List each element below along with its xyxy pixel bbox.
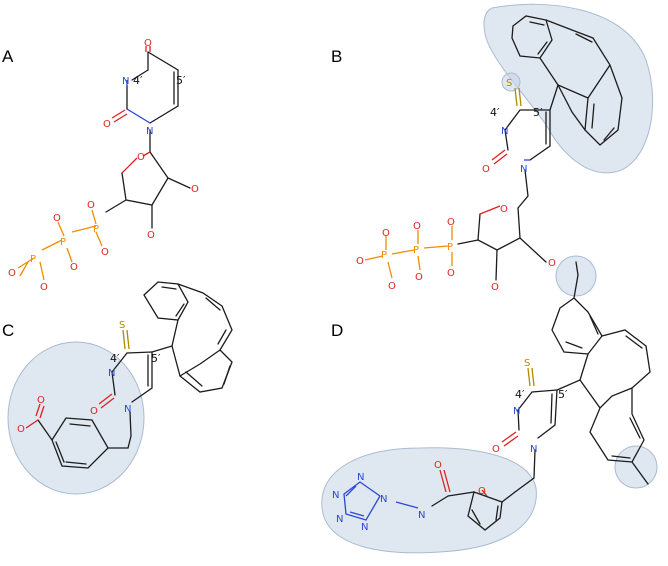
atom-label: O xyxy=(388,281,396,292)
atom-label: O xyxy=(37,395,45,406)
atom-label: N xyxy=(501,126,508,137)
molecule-d xyxy=(343,261,651,531)
atom-label: O xyxy=(415,272,423,283)
atom-label: O xyxy=(413,221,421,232)
atom-label: N xyxy=(513,406,520,417)
atom-label: N xyxy=(124,404,131,415)
atom-label: N xyxy=(336,514,343,525)
molecule-b xyxy=(364,15,623,281)
atom-label: P xyxy=(413,245,419,256)
position-label-5: 5′ xyxy=(533,106,543,119)
atom-label: O xyxy=(103,119,111,130)
atom-label: O xyxy=(101,247,109,258)
atom-label: N xyxy=(361,522,368,533)
atom-label: N xyxy=(332,490,339,501)
atom-label: O xyxy=(482,164,490,175)
atom-label: O xyxy=(144,38,152,49)
atom-label: O xyxy=(478,486,486,497)
atoms-c: S N O N O O 4′ 5′ xyxy=(17,320,161,435)
atom-label: O xyxy=(17,424,25,435)
atom-label: O xyxy=(356,256,364,267)
atom-label: O xyxy=(90,406,98,417)
atom-label: S xyxy=(119,320,125,331)
panel-label-c: C xyxy=(2,321,14,340)
atom-label: P xyxy=(447,242,453,253)
highlight-d-tetrazole-furan xyxy=(321,447,537,554)
atom-label: O xyxy=(53,213,61,224)
highlight-regions xyxy=(7,3,658,554)
position-label-4: 4′ xyxy=(133,74,143,87)
atom-label: O xyxy=(434,460,442,471)
atom-label: O xyxy=(382,228,390,239)
atom-label: P xyxy=(93,224,99,235)
atom-label: P xyxy=(381,250,387,261)
atoms-b: S N O N O O O P O O P O O P O O O 4′ 5′ xyxy=(356,78,556,293)
atom-label: O xyxy=(447,217,455,228)
atom-label: N xyxy=(380,494,387,505)
molecule-a xyxy=(17,46,191,281)
highlight-b-thio xyxy=(501,72,521,92)
atom-label: O xyxy=(500,204,508,215)
atom-label: N xyxy=(357,472,364,483)
position-label-5: 5′ xyxy=(558,388,568,401)
atom-label: O xyxy=(147,230,155,241)
panel-label-a: A xyxy=(2,47,14,66)
atom-label: O xyxy=(137,152,145,163)
highlight-c-benzoate xyxy=(7,341,145,495)
atom-label: O xyxy=(548,258,556,269)
highlight-b-dibenzo xyxy=(483,3,654,174)
panel-label-d: D xyxy=(331,321,343,340)
atom-label: O xyxy=(491,282,499,293)
atom-label: O xyxy=(191,184,199,195)
atom-label: N xyxy=(530,444,537,455)
atom-label: N xyxy=(418,510,425,521)
atom-label: S xyxy=(524,358,530,369)
atom-label: O xyxy=(40,282,48,293)
atom-label: N xyxy=(520,164,527,175)
position-label-4: 4′ xyxy=(515,388,525,401)
atom-label: N xyxy=(146,126,153,137)
atom-label: S xyxy=(506,78,512,89)
atom-label: N xyxy=(122,76,129,87)
highlight-b-methyl-top xyxy=(555,255,597,297)
atom-label: O xyxy=(87,200,95,211)
atoms-d: S N O N O O N N N N N N 4′ 5′ xyxy=(332,358,568,533)
atom-label: P xyxy=(60,237,66,248)
atom-label: O xyxy=(70,262,78,273)
position-label-4: 4′ xyxy=(110,352,120,365)
atom-label: O xyxy=(8,268,16,279)
atom-label: O xyxy=(447,268,455,279)
atoms-a: O N O N O O O P O O P O O P O O 4′ 5′ xyxy=(8,38,199,293)
molecule-c xyxy=(25,281,233,469)
position-label-4: 4′ xyxy=(490,106,500,119)
atom-label: N xyxy=(108,368,115,379)
atom-label: O xyxy=(492,444,500,455)
panel-label-b: B xyxy=(331,47,342,66)
atom-label: P xyxy=(30,254,36,265)
position-label-5: 5′ xyxy=(176,74,186,87)
position-label-5: 5′ xyxy=(151,352,161,365)
